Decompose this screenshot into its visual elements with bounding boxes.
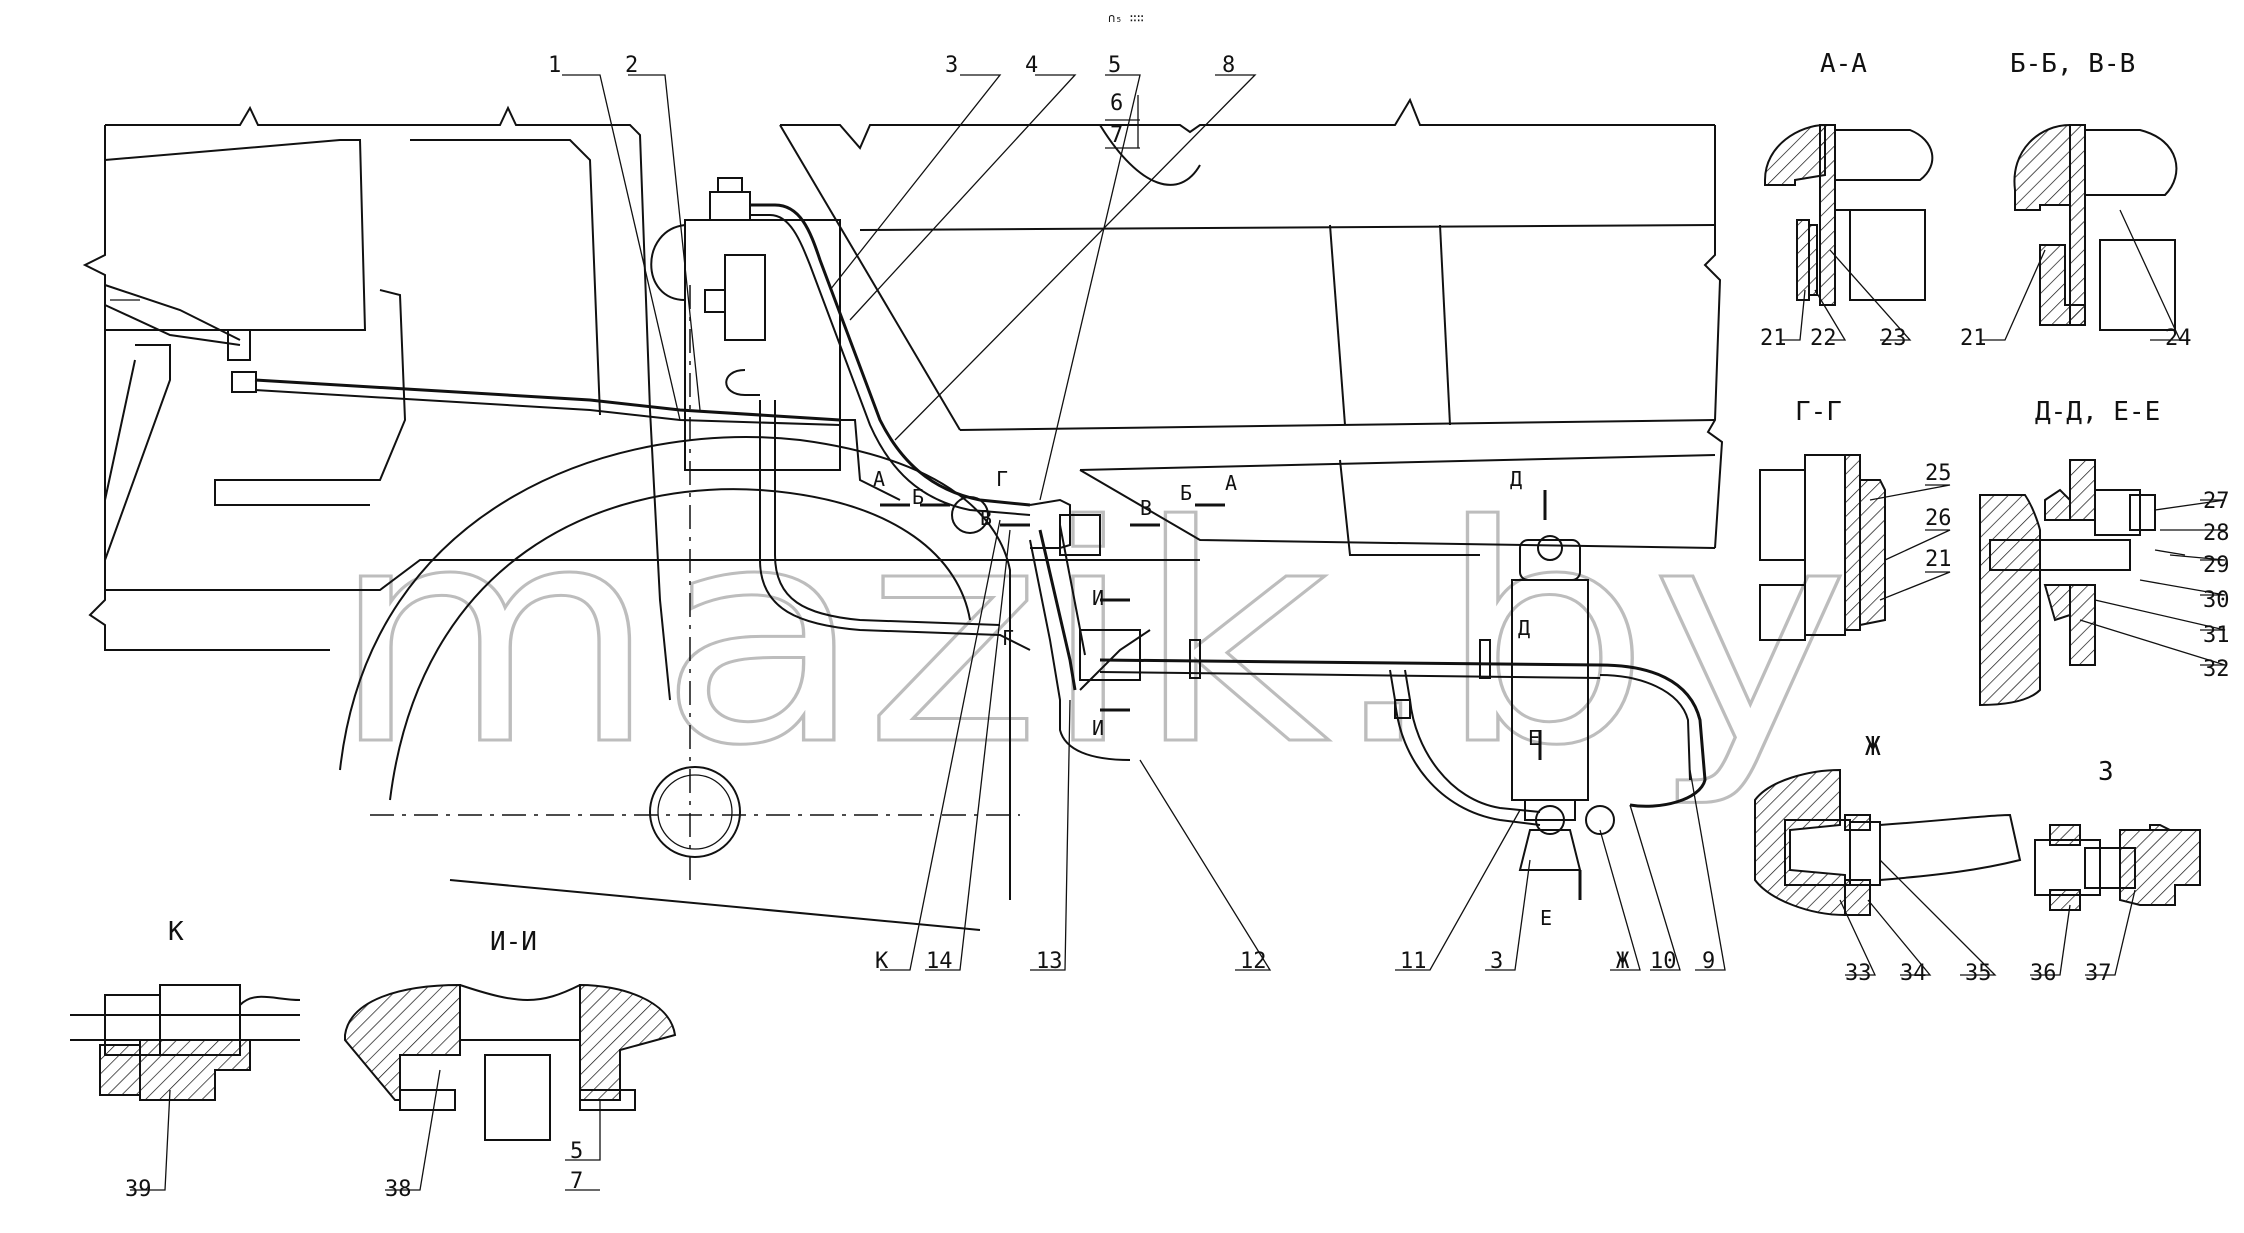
cut-mark-i1: И — [1092, 586, 1104, 610]
title-section-ii: И-И — [490, 927, 537, 957]
section-z — [2030, 824, 2201, 976]
title-section-z: З — [2098, 757, 2114, 787]
tipping-cylinder — [1511, 535, 1615, 871]
cab-outline — [82, 105, 1200, 701]
callout-24: 24 — [2165, 326, 2192, 351]
callout-k: К — [875, 949, 889, 974]
callout-7-ii: 7 — [570, 1169, 583, 1194]
title-section-k: К — [168, 917, 184, 947]
title-section-aa: А-А — [1820, 49, 1867, 79]
section-cut-letters: А Б В Г В Б А Д Д И И Г Е Е — [873, 467, 1552, 930]
callout-25: 25 — [1925, 461, 1952, 486]
callout-21-gg: 21 — [1925, 547, 1952, 572]
oil-lines — [227, 203, 1031, 651]
cut-mark-b2: Б — [1180, 481, 1192, 505]
cut-mark-e2: Е — [1540, 906, 1552, 930]
callout-22: 22 — [1810, 326, 1837, 351]
dumper-body-outline — [779, 97, 1724, 556]
callout-32: 32 — [2203, 657, 2230, 682]
callout-27: 27 — [2203, 489, 2230, 514]
cut-mark-a1: А — [873, 467, 885, 491]
callout-29: 29 — [2203, 553, 2230, 578]
leader-lines — [562, 74, 1726, 971]
callout-21-bb: 21 — [1960, 326, 1987, 351]
callout-zh: Ж — [1616, 949, 1630, 974]
callout-36: 36 — [2030, 961, 2057, 986]
section-k — [70, 984, 301, 1191]
title-section-gg: Г-Г — [1795, 397, 1842, 427]
callout-2: 2 — [625, 53, 638, 78]
callout-5-ii: 5 — [570, 1139, 583, 1164]
cut-mark-a2: А — [1225, 471, 1237, 495]
section-gg — [1759, 454, 1951, 641]
callout-3: 3 — [945, 53, 958, 78]
cut-mark-e1: Е — [1528, 726, 1540, 750]
pressure-line — [1099, 639, 1707, 826]
section-dd-ee — [1979, 459, 2226, 707]
cut-mark-d1: Д — [1510, 467, 1522, 491]
cut-mark-i2: И — [1092, 716, 1104, 740]
callout-10: 10 — [1650, 949, 1677, 974]
callout-9: 9 — [1702, 949, 1715, 974]
callout-11: 11 — [1400, 949, 1427, 974]
callout-31: 31 — [2203, 623, 2230, 648]
callout-5: 5 — [1108, 53, 1121, 78]
callout-28: 28 — [2203, 521, 2230, 546]
cut-mark-g1: Г — [996, 467, 1008, 491]
section-bb-vv — [1980, 123, 2182, 341]
cut-mark-g2: Г — [1002, 626, 1014, 650]
title-section-dd-ee: Д-Д, Е-Е — [2035, 397, 2160, 427]
callout-14: 14 — [926, 949, 953, 974]
callout-7: 7 — [1110, 123, 1123, 148]
title-section-zh: Ж — [1865, 732, 1881, 762]
section-cut-marks — [880, 490, 1582, 900]
hydraulic-tank — [650, 177, 841, 471]
callout-labels: 1 2 3 4 5 6 7 8 К 14 13 12 11 3 Ж 10 9 2… — [125, 53, 2230, 1202]
cut-mark-d2: Д — [1518, 616, 1530, 640]
callout-13: 13 — [1036, 949, 1063, 974]
callout-37: 37 — [2085, 961, 2112, 986]
cut-mark-v2: В — [1140, 496, 1152, 520]
callout-38: 38 — [385, 1177, 412, 1202]
callout-12: 12 — [1240, 949, 1267, 974]
callout-35: 35 — [1965, 961, 1992, 986]
callout-39: 39 — [125, 1177, 152, 1202]
callout-26: 26 — [1925, 506, 1952, 531]
callout-34: 34 — [1900, 961, 1927, 986]
callout-3-lower: 3 — [1490, 949, 1503, 974]
callout-1: 1 — [548, 53, 561, 78]
section-titles: А-А Б-Б, В-В Г-Г Д-Д, Е-Е Ж З К И-И — [168, 49, 2160, 957]
callout-6: 6 — [1110, 91, 1123, 116]
wheel-arch — [339, 285, 1020, 931]
main-assembly-view — [82, 74, 1726, 971]
callout-23: 23 — [1880, 326, 1907, 351]
cut-mark-b1: Б — [912, 485, 924, 509]
wheel-hub — [649, 766, 741, 858]
callout-30: 30 — [2203, 588, 2230, 613]
callout-21-aa: 21 — [1760, 326, 1787, 351]
section-ii — [344, 983, 677, 1191]
section-zh — [1754, 768, 2022, 976]
header-mark: ∩₅ ∷∷ — [1108, 11, 1144, 25]
title-section-bb-vv: Б-Б, В-В — [2010, 49, 2135, 79]
callout-33: 33 — [1845, 961, 1872, 986]
cut-mark-v1: В — [980, 506, 992, 530]
callout-8: 8 — [1222, 53, 1235, 78]
pump-valve-group — [951, 496, 1151, 761]
callout-4: 4 — [1025, 53, 1038, 78]
section-aa — [1764, 123, 1934, 341]
